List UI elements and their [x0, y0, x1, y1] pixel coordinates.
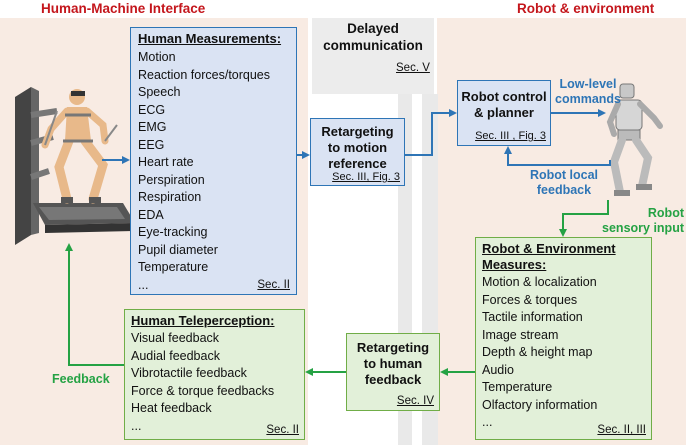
retargeting-motion-box: Retargeting to motion reference Sec. III…	[310, 118, 405, 186]
list-item: Heat feedback	[131, 401, 212, 415]
retargeting-motion-line2: to motion	[327, 140, 388, 155]
list-item: Motion & localization	[482, 275, 597, 289]
list-item: Tactile information	[482, 310, 583, 324]
retargeting-motion-line1: Retargeting	[321, 124, 394, 139]
arrow-robot-sensory-input	[559, 200, 609, 237]
list-item: Temperature	[138, 260, 209, 274]
retargeting-human-line3: feedback	[364, 372, 422, 387]
list-item: Depth & height map	[482, 345, 593, 359]
humanoid-robot-illustration	[606, 83, 663, 196]
robot-control-line1: Robot control	[461, 89, 547, 104]
feedback-label: Feedback	[52, 372, 110, 386]
list-item: Motion	[138, 50, 176, 64]
retargeting-human-box: Retargeting to human feedback Sec. IV	[346, 333, 440, 411]
robot-local-feedback-line1: Robot local	[529, 168, 599, 182]
delayed-communication-panel	[312, 18, 434, 94]
robot-control-box: Robot control & planner Sec. III , Fig. …	[457, 80, 551, 146]
list-item: Audio	[482, 362, 514, 377]
low-level-commands-line1: Low-level	[559, 77, 617, 91]
human-operator-exoskeleton-illustration	[15, 87, 135, 245]
arrow-retargeting-to-robot-control	[405, 109, 457, 156]
heading-delayed-communication: Delayed communication	[323, 21, 423, 53]
list-item: Vibrotactile feedback	[131, 366, 247, 380]
retargeting-human-ref: Sec. IV	[396, 395, 434, 407]
human-measurements-title: Human Measurements:	[138, 31, 282, 46]
heading-robot-environment: Robot & environment	[517, 1, 655, 16]
list-item: EMG	[138, 120, 167, 134]
list-item: ECG	[138, 102, 166, 117]
human-measurements-ref: Sec. II	[257, 279, 290, 291]
list-item: Audial feedback	[131, 348, 220, 363]
arrow-feedback-to-operator	[65, 243, 124, 366]
list-item: Temperature	[482, 380, 553, 394]
human-teleperception-title: Human Teleperception:	[131, 313, 275, 328]
list-item: Force & torque feedbacks	[131, 383, 275, 398]
list-item: Speech	[138, 85, 181, 99]
human-measurements-box: Human Measurements: Motion Reaction forc…	[130, 27, 297, 295]
retargeting-motion-line3: reference	[328, 156, 387, 171]
robot-environment-title-line1: Robot & Environment	[482, 241, 616, 256]
list-item: Heart rate	[138, 155, 194, 169]
list-item: Reaction forces/torques	[138, 67, 271, 82]
list-item: ...	[138, 277, 149, 292]
delayed-communication-ref: Sec. V	[396, 62, 430, 74]
list-item: EDA	[138, 207, 164, 222]
robot-sensory-input-label: Robot sensory input	[600, 206, 684, 236]
retargeting-human-line2: to human	[363, 356, 423, 371]
retargeting-human-line1: Retargeting	[356, 340, 430, 355]
retargeting-motion-ref: Sec. III, Fig. 3	[332, 171, 400, 183]
arrow-robot-local-feedback	[504, 146, 611, 166]
robot-sensory-input-line2: sensory input	[602, 221, 684, 235]
list-item: Visual feedback	[131, 331, 220, 345]
list-item: ...	[482, 415, 493, 429]
list-item: Respiration	[138, 190, 202, 204]
heading-human-machine-interface: Human-Machine Interface	[41, 1, 206, 16]
robot-environment-measures-box: Robot & Environment Measures: Motion & l…	[475, 237, 652, 440]
human-teleperception-box: Human Teleperception: Visual feedback Au…	[124, 309, 305, 440]
human-teleperception-ref: Sec. II	[266, 424, 299, 436]
list-item: Image stream	[482, 327, 559, 342]
list-item: Eye-tracking	[138, 225, 208, 239]
list-item: Perspiration	[138, 172, 205, 187]
robot-environment-title-line2: Measures:	[482, 257, 547, 272]
list-item: EEG	[138, 137, 165, 152]
robot-control-line2: & planner	[474, 105, 534, 120]
list-item: ...	[131, 418, 142, 433]
low-level-commands-label: Low-level commands	[553, 77, 623, 107]
list-item: Pupil diameter	[138, 242, 218, 257]
list-item: Forces & torques	[482, 292, 578, 307]
robot-local-feedback-label: Robot local feedback	[524, 168, 604, 198]
list-item: Olfactory information	[482, 397, 598, 412]
robot-sensory-input-line1: Robot	[647, 206, 684, 220]
robot-environment-ref: Sec. II, III	[597, 424, 646, 436]
communication-channel-divider	[412, 94, 422, 445]
robot-control-ref: Sec. III , Fig. 3	[475, 130, 546, 142]
robot-local-feedback-line2: feedback	[536, 183, 592, 197]
low-level-commands-line2: commands	[555, 92, 621, 106]
